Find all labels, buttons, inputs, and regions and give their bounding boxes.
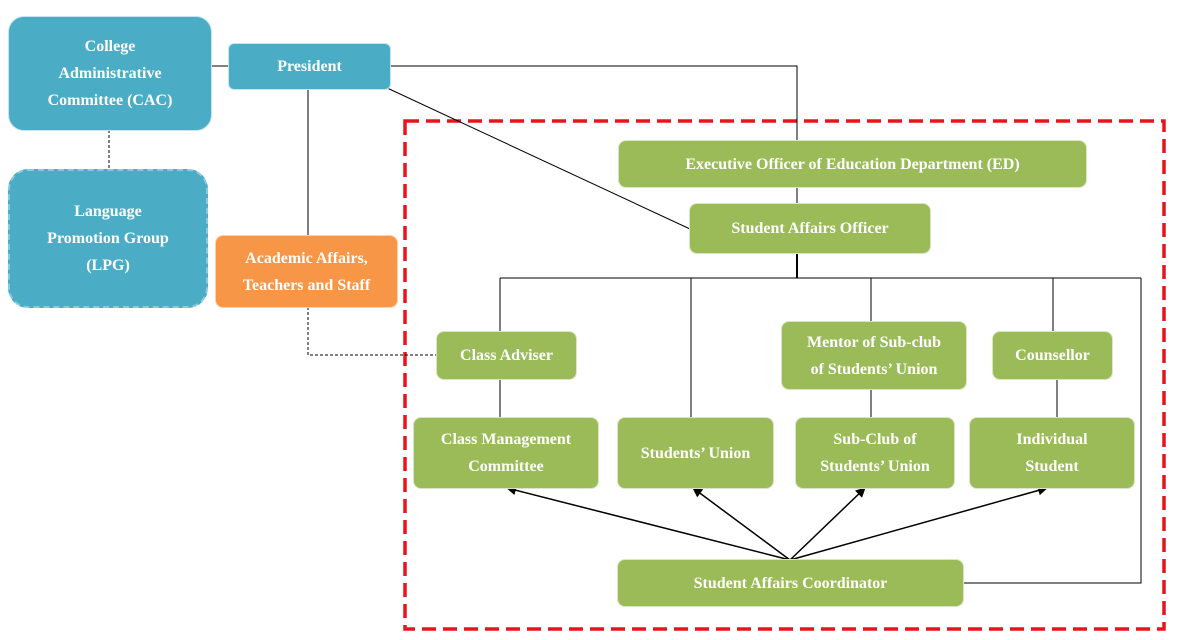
node-individual-student: Individual Student — [969, 417, 1135, 489]
node-sub-club: Sub-Club of Students’ Union — [795, 417, 955, 489]
node-mentor: Mentor of Sub-club of Students’ Union — [781, 321, 967, 390]
node-class-adviser: Class Adviser — [436, 331, 577, 380]
connector-bus-coordinator — [963, 278, 1142, 584]
node-lpg: Language Promotion Group (LPG) — [8, 169, 208, 308]
arrow-to-union — [692, 487, 791, 561]
node-academic-affairs: Academic Affairs, Teachers and Staff — [215, 235, 398, 308]
node-counsellor: Counsellor — [992, 331, 1113, 380]
arrow-to-individual — [789, 485, 1048, 561]
connector-academic-adviser — [307, 307, 437, 356]
arrow-to-subclub — [789, 487, 866, 561]
node-cac: College Administrative Committee (CAC) — [8, 16, 212, 131]
node-students-union: Students’ Union — [617, 417, 774, 489]
node-class-management-committee: Class Management Committee — [413, 417, 599, 489]
connector-president-ed — [390, 65, 798, 141]
connector-president-sao — [384, 86, 691, 230]
node-executive-officer-ed: Executive Officer of Education Departmen… — [618, 140, 1087, 188]
scope-frame — [403, 119, 1166, 631]
node-president: President — [228, 43, 391, 90]
arrow-to-mgmt — [506, 485, 791, 561]
node-student-affairs-officer: Student Affairs Officer — [689, 203, 931, 254]
node-student-affairs-coordinator: Student Affairs Coordinator — [617, 559, 964, 607]
